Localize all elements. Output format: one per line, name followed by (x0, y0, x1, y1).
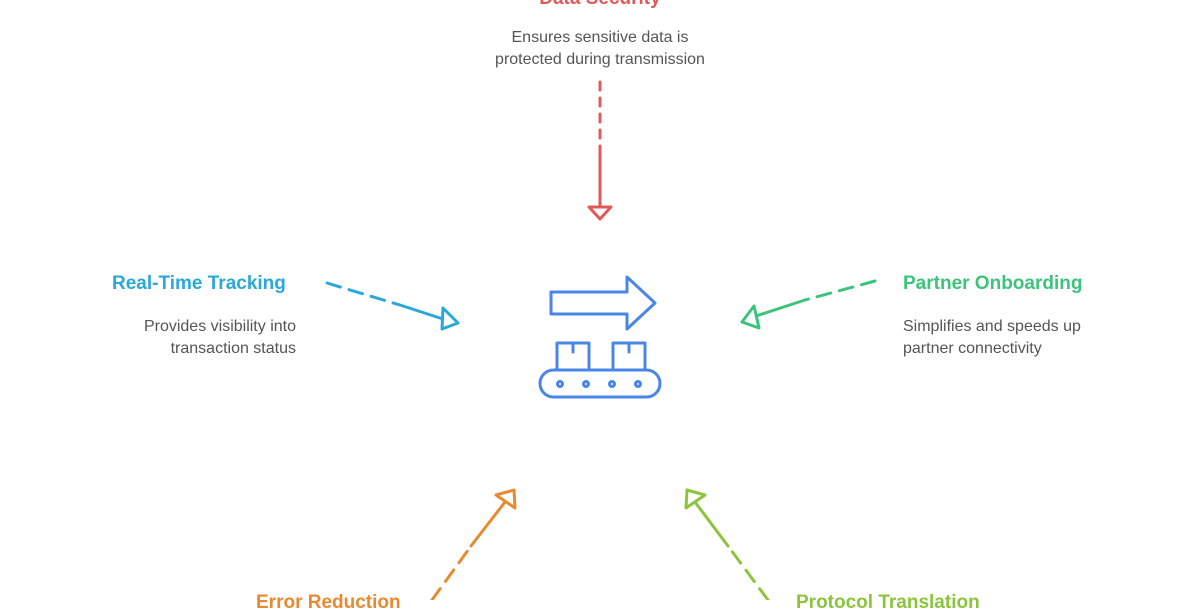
security-desc-line1: Ensures sensitive data is (511, 29, 689, 46)
onboarding-arrow (740, 279, 877, 330)
security-arrow (587, 80, 613, 221)
security-desc-line2: protected during transmission (495, 51, 705, 68)
protocol-title: Protocol Translation (796, 592, 980, 613)
security-description: Ensures sensitive data is protected duri… (430, 27, 770, 71)
security-title: Data Security (450, 0, 750, 10)
conveyor-belt-with-arrow-icon (538, 275, 662, 399)
onboarding-title: Partner Onboarding (903, 273, 1083, 294)
tracking-description: Provides visibility into transaction sta… (96, 316, 296, 360)
tracking-desc-line1: Provides visibility into (143, 318, 296, 335)
tracking-arrow (325, 281, 460, 331)
onboarding-description: Simplifies and speeds up partner connect… (903, 316, 1163, 360)
error-arrow (430, 488, 517, 600)
error-title: Error Reduction (256, 592, 401, 613)
tracking-desc-line2: transaction status (170, 340, 296, 357)
diagram-canvas (325, 80, 877, 600)
tracking-title: Real-Time Tracking (112, 273, 286, 294)
onboarding-desc-line2: partner connectivity (903, 340, 1042, 357)
onboarding-desc-line1: Simplifies and speeds up (903, 318, 1081, 335)
protocol-arrow (684, 488, 770, 600)
